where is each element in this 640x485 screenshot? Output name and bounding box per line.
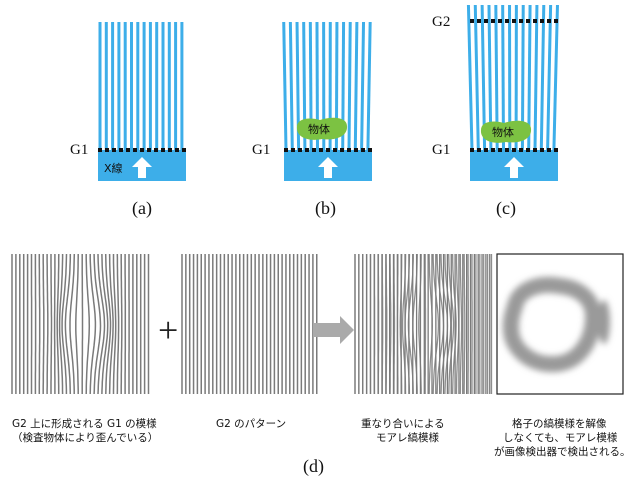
overlay-moire-pattern — [354, 253, 493, 395]
grating-line — [389, 254, 392, 394]
grating-line — [451, 253, 457, 395]
grating-line — [46, 254, 49, 394]
panel-d: + G2 上に形成される G1 の模様 （検査物体により歪んでいる） G2 のパ… — [11, 253, 631, 477]
panel-a: X線 G1 (a) — [70, 22, 186, 219]
object-blob-c — [480, 120, 532, 143]
grating-line — [399, 253, 403, 394]
caption-3-line-2: モアレ縞模様 — [376, 431, 439, 444]
grating-line — [407, 254, 414, 395]
panel-b-label: (b) — [315, 198, 336, 219]
grating-line — [85, 254, 91, 395]
fringe-line — [539, 4, 546, 151]
panel-c-label: (c) — [496, 198, 516, 219]
grating-line — [75, 254, 79, 394]
caption-1-line-1: G2 上に形成される G1 の模様 — [12, 417, 157, 430]
plus-sign: + — [158, 310, 178, 350]
fringe-line — [347, 21, 352, 151]
grating-line — [69, 253, 76, 394]
grating-line — [108, 253, 114, 395]
grating-line — [61, 253, 68, 394]
fringe-line — [533, 4, 539, 151]
detector-image-panel — [496, 253, 624, 395]
up-arrow-icon — [318, 157, 338, 178]
g1-label-b: G1 — [252, 142, 270, 158]
caption-2-line-1: G2 のパターン — [216, 418, 286, 430]
g1-label-a: G1 — [70, 142, 88, 158]
caption-1-line-2: （検査物体により歪んでいる） — [12, 431, 158, 444]
grating-line — [112, 254, 117, 394]
grating-line — [120, 254, 123, 394]
fringe-line — [366, 21, 372, 151]
g1-label-c: G1 — [432, 142, 450, 158]
grating-line — [418, 254, 422, 394]
grating-line — [101, 253, 109, 395]
panel-a-label: (a) — [132, 198, 152, 219]
grating-line — [116, 253, 120, 395]
g2-label-c: G2 — [432, 14, 450, 30]
grating-line — [412, 253, 418, 394]
grating-line — [97, 253, 106, 395]
fringe-line — [473, 4, 480, 151]
grating-line — [58, 254, 64, 395]
grating-line — [404, 253, 411, 394]
grating-line — [393, 254, 396, 394]
grating-line — [42, 254, 45, 394]
xray-fringes-a — [98, 22, 184, 150]
panel-c: 物体 G1 G2 (c) — [432, 4, 559, 219]
caption-4-line-1: 格子の縞模様を解像 — [512, 417, 607, 430]
right-arrow-icon — [313, 316, 354, 344]
fringe-line — [353, 21, 359, 151]
caption-4-line-2: しなくても、モアレ模様 — [503, 431, 618, 444]
panel-b: 物体 G1 (b) — [252, 21, 372, 219]
grating-line — [385, 254, 388, 394]
grating-line — [93, 253, 102, 395]
fringe-line — [360, 21, 366, 151]
caption-3-line-1: 重なり合いによる — [361, 417, 445, 430]
up-arrow-icon — [504, 157, 524, 178]
grating-line — [432, 254, 440, 395]
grating-line — [64, 254, 72, 395]
grating-line — [50, 254, 53, 394]
grating-line — [463, 254, 466, 394]
up-arrow-icon — [132, 157, 152, 178]
grating-line — [448, 253, 455, 395]
grating-line — [56, 253, 60, 394]
grating-line — [401, 254, 407, 395]
distorted-g1-pattern — [11, 253, 150, 395]
moire-detected-image — [502, 277, 610, 373]
object-blob-b — [296, 117, 348, 140]
g2-pattern — [181, 254, 318, 394]
fringe-line — [288, 21, 294, 151]
fringe-line — [466, 4, 474, 151]
grating-line — [89, 254, 97, 395]
grating-line — [104, 253, 112, 395]
caption-4-line-3: が画像検出器で検出される。 — [494, 445, 631, 458]
panel-d-label: (d) — [303, 456, 324, 477]
xray-label: X線 — [104, 161, 123, 175]
fringe-line — [546, 4, 553, 151]
fringe-line — [282, 21, 288, 151]
fringe-line — [552, 4, 559, 151]
object-label-b: 物体 — [308, 122, 330, 136]
grating-line — [459, 253, 463, 395]
object-label-c: 物体 — [492, 125, 514, 139]
